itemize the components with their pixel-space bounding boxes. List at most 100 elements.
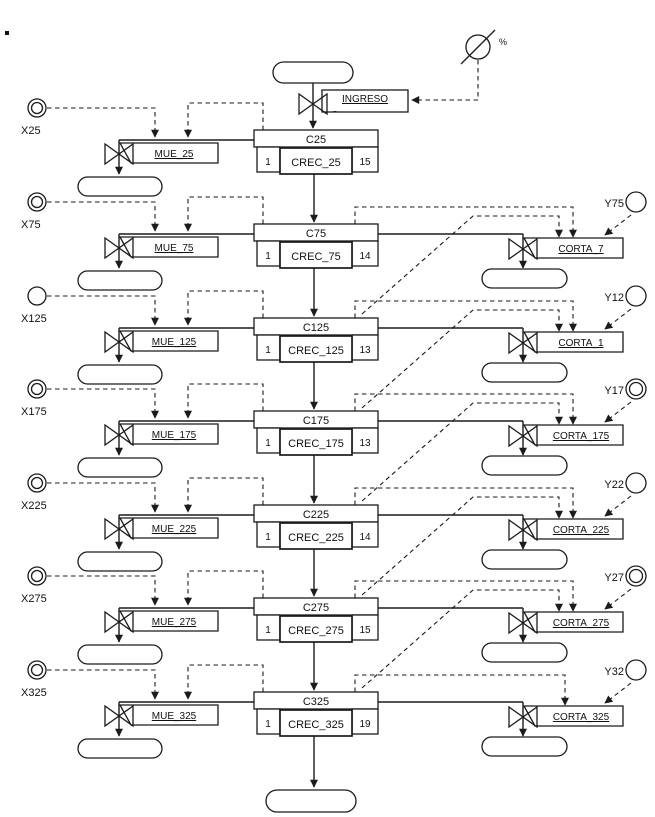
dashed-link bbox=[184, 383, 264, 419]
stage-title: C275 bbox=[303, 602, 329, 614]
dashed-link bbox=[604, 495, 632, 517]
place-mue-out bbox=[77, 176, 163, 197]
sensor-x-icon bbox=[27, 192, 47, 212]
sensor-y-icon bbox=[625, 378, 647, 400]
x-label: X175 bbox=[21, 406, 47, 418]
dashed-link bbox=[184, 102, 264, 138]
valve-icon bbox=[508, 705, 538, 729]
transition-crec bbox=[279, 241, 353, 269]
dashed-diagonal-link bbox=[361, 402, 563, 502]
transition-mue bbox=[118, 142, 219, 164]
count-right-cell bbox=[351, 614, 379, 641]
stage-row-c325: MUE_325 X325 CORTA_325 Y32 C325 1 19 CRE… bbox=[21, 659, 647, 759]
transition-corta bbox=[522, 705, 624, 727]
stage-title-box bbox=[253, 691, 379, 710]
crec-label: CREC_125 bbox=[288, 345, 344, 357]
num-left: 1 bbox=[265, 719, 271, 730]
stage-title: C125 bbox=[303, 322, 329, 334]
transition-mue bbox=[118, 610, 219, 632]
dashed-link bbox=[184, 196, 264, 232]
dashed-link bbox=[47, 482, 159, 513]
sensor-x-inner-icon bbox=[30, 663, 44, 677]
place-mue-out bbox=[77, 364, 163, 385]
valve-icon bbox=[104, 423, 134, 447]
count-right-cell bbox=[351, 708, 379, 735]
place-corta-out bbox=[481, 642, 568, 663]
transition-corta bbox=[522, 237, 624, 259]
place-end bbox=[265, 789, 357, 813]
num-left: 1 bbox=[265, 625, 271, 636]
meter-slash-icon bbox=[460, 29, 496, 65]
dashed-link bbox=[354, 206, 577, 238]
corta-label: CORTA_325 bbox=[553, 712, 610, 723]
dashed-link bbox=[47, 295, 159, 326]
y-label: Y12 bbox=[604, 292, 624, 304]
place-corta-out bbox=[481, 455, 568, 476]
sensor-x-icon bbox=[27, 473, 47, 493]
transition-mue bbox=[118, 423, 219, 445]
transition-mue bbox=[118, 517, 219, 539]
dashed-link bbox=[354, 580, 577, 612]
valve-icon bbox=[508, 424, 538, 448]
stage-row-c275: MUE_275 X275 CORTA_275 Y27 C275 1 15 CRE… bbox=[21, 565, 647, 689]
transition-crec bbox=[279, 709, 353, 737]
sensor-x-icon bbox=[27, 98, 47, 118]
y-label: Y17 bbox=[604, 385, 624, 397]
stage-title-box bbox=[253, 317, 379, 336]
crec-label: CREC_225 bbox=[288, 532, 344, 544]
place-corta-out bbox=[481, 268, 568, 289]
place-start bbox=[272, 61, 354, 84]
corta-label: CORTA_225 bbox=[553, 525, 610, 536]
dashed-link bbox=[184, 477, 264, 513]
sensor-y-icon bbox=[625, 659, 647, 681]
stage-title: C225 bbox=[303, 509, 329, 521]
y-label: Y27 bbox=[604, 572, 624, 584]
num-right: 14 bbox=[359, 532, 371, 543]
transition-mue bbox=[118, 704, 219, 726]
sensor-x-inner-icon bbox=[30, 195, 44, 209]
sensor-x-icon bbox=[27, 566, 47, 586]
place-mue-out bbox=[77, 738, 163, 759]
y-label: Y75 bbox=[604, 198, 624, 210]
meter-dashed-link bbox=[411, 60, 479, 104]
valve-icon bbox=[104, 517, 134, 541]
mue-label: MUE_125 bbox=[152, 337, 197, 348]
stage-title: C25 bbox=[306, 134, 326, 146]
transition-corta bbox=[522, 611, 624, 633]
dashed-link bbox=[354, 393, 577, 425]
dashed-diagonal-link bbox=[361, 496, 563, 596]
num-left: 1 bbox=[265, 532, 271, 543]
num-right: 15 bbox=[359, 157, 371, 168]
dashed-link bbox=[47, 669, 159, 700]
sensor-x-inner-icon bbox=[30, 382, 44, 396]
place-mue-out bbox=[77, 457, 163, 478]
percent-meter-icon bbox=[465, 34, 491, 60]
dashed-link bbox=[47, 201, 159, 232]
valve-icon bbox=[298, 92, 328, 116]
ingreso-label-2: O bbox=[331, 110, 339, 121]
corta-label: CORTA_175 bbox=[553, 431, 610, 442]
sensor-y-icon bbox=[625, 472, 647, 494]
valve-icon bbox=[508, 331, 538, 355]
place-corta-out bbox=[481, 736, 568, 757]
stage-row-c25: MUE_25 X25 C25 1 15 CREC_25 bbox=[21, 98, 379, 197]
transition-crec bbox=[279, 428, 353, 456]
stage-row-c75: MUE_75 X75 CORTA_7 Y75 C75 1 14 CREC_75 bbox=[21, 191, 647, 315]
corner-dot bbox=[5, 31, 9, 35]
valve-icon bbox=[508, 237, 538, 261]
transition-crec bbox=[279, 522, 353, 550]
num-right: 13 bbox=[359, 438, 371, 449]
mue-label: MUE_75 bbox=[155, 243, 194, 254]
sensor-x-icon bbox=[27, 660, 47, 680]
stage-title-box bbox=[253, 597, 379, 616]
dashed-diagonal-link bbox=[361, 589, 563, 689]
num-left: 1 bbox=[265, 157, 271, 168]
valve-icon bbox=[508, 611, 538, 635]
valve-icon bbox=[104, 704, 134, 728]
sensor-x-icon bbox=[27, 379, 47, 399]
stage-title-box bbox=[253, 410, 379, 429]
transition-crec bbox=[279, 615, 353, 643]
stage-title: C75 bbox=[306, 228, 326, 240]
dashed-link bbox=[354, 300, 577, 332]
